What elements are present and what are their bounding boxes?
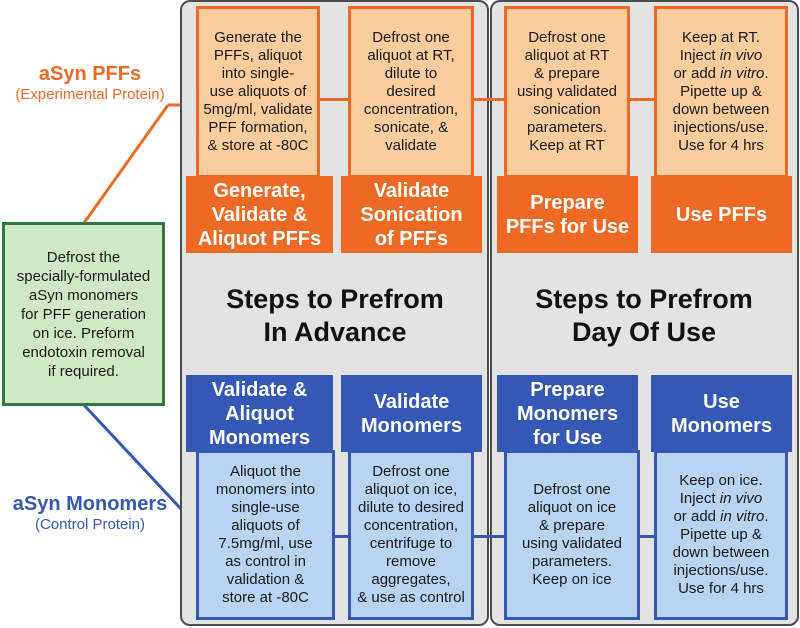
pff-step-2-body: Defrost one aliquot at RT, dilute to des… (348, 6, 474, 178)
start-monomer-box: Defrost the specially-formulated aSyn mo… (2, 222, 165, 406)
pff-subtitle: (Experimental Protein) (15, 86, 165, 103)
pff-step-2-header: Validate Sonication of PFFs (341, 176, 482, 253)
monomer-step-1-header: Validate & Aliquot Monomers (186, 375, 333, 452)
pff-step-4-oradd: or add in vitro. (673, 65, 769, 82)
orange-link-2 (472, 98, 506, 101)
blue-link-1 (333, 535, 351, 538)
monomer-step-2-header: Validate Monomers (341, 375, 482, 452)
pff-title: aSyn PFFs (38, 63, 142, 85)
heading-day-of-use: Steps to Prefrom Day Of Use (535, 284, 753, 347)
monomer-step-4-inject: Inject in vivo (679, 490, 763, 507)
heading-in-advance: Steps to Prefrom In Advance (226, 284, 444, 347)
monomer-subtitle: (Control Protein) (34, 516, 146, 533)
pff-step-3-body: Defrost one aliquot at RT & prepare usin… (504, 6, 630, 178)
monomer-step-4-line1: Keep on ice. (679, 472, 763, 489)
orange-link-1 (318, 98, 350, 101)
monomer-step-4-oradd: or add in vitro. (673, 508, 769, 525)
pff-step-4-header: Use PFFs (651, 176, 792, 253)
pff-label: aSyn PFFs (Experimental Protein) (8, 62, 172, 104)
monomer-step-4-header: Use Monomers (651, 375, 792, 452)
pff-step-1-body: Generate the PFFs, aliquot into single- … (196, 6, 320, 178)
blue-connector-diag (82, 403, 198, 527)
monomer-step-4-body: Keep on ice. Inject in vivo or add in vi… (654, 450, 788, 620)
monomer-title: aSyn Monomers (12, 493, 168, 515)
orange-connector-diag (82, 104, 170, 224)
monomer-step-4-rest: Pipette up & down between injections/use… (672, 526, 770, 597)
monomer-step-2-body: Defrost one aliquot on ice, dilute to de… (348, 450, 474, 620)
pff-step-3-header: Prepare PFFs for Use (497, 176, 638, 253)
monomer-step-1-body: Aliquot the monomers into single-use ali… (196, 450, 335, 620)
monomer-step-3-body: Defrost one aliquot on ice & prepare usi… (504, 450, 640, 620)
pff-step-4-rest: Pipette up & down between injections/use… (672, 83, 770, 154)
monomer-step-3-header: Prepare Monomers for Use (497, 375, 638, 452)
pff-step-4-inject: Inject in vivo (679, 47, 763, 64)
pff-step-4-body: Keep at RT. Inject in vivo or add in vit… (654, 6, 788, 178)
orange-link-3 (628, 98, 656, 101)
blue-link-2 (472, 535, 506, 538)
monomer-label: aSyn Monomers (Control Protein) (0, 492, 180, 534)
pff-step-4-line1: Keep at RT. (681, 29, 761, 46)
blue-link-3 (638, 535, 656, 538)
pff-step-1-header: Generate, Validate & Aliquot PFFs (186, 176, 333, 253)
